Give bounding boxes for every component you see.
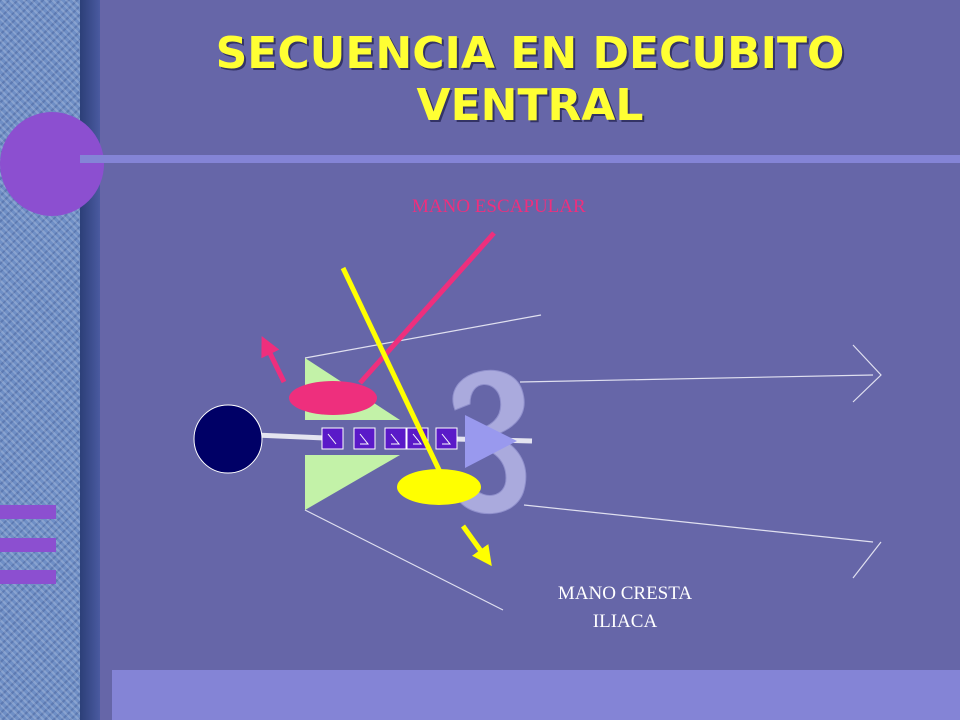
- body-outline-line: [304, 509, 504, 611]
- iliac-hand-label-line-2: ILIACA: [592, 611, 658, 632]
- neck-line: [254, 432, 326, 441]
- vertebra-mark: [327, 433, 337, 445]
- slide-title: SECUENCIA EN DECUBITO VENTRAL: [100, 28, 960, 132]
- slide-title-line-2: VENTRAL: [416, 80, 644, 131]
- scapular-hand-label: MANO ESCAPULAR: [412, 196, 586, 217]
- vertebrae-group: [321, 427, 458, 450]
- sacrum-triangle: [465, 415, 517, 468]
- vertebra: [384, 427, 407, 450]
- body-outline-line: [304, 314, 542, 359]
- vertebra-mark: [441, 433, 452, 445]
- iliac-push-arrow: [460, 524, 492, 567]
- scapular-push-arrow: [261, 336, 287, 384]
- vertebra-mark: [412, 433, 423, 445]
- slide-title-line-1: SECUENCIA EN DECUBITO: [215, 28, 845, 79]
- leg-end-line: [852, 344, 882, 403]
- leg-end-line: [852, 541, 882, 579]
- iliac-hand-line: [340, 266, 443, 474]
- body-outline-line: [519, 374, 874, 383]
- vertebra-mark: [390, 433, 401, 445]
- vertebra: [321, 427, 344, 450]
- decorative-bar: [0, 505, 56, 519]
- head-circle: [193, 404, 263, 474]
- vertebra: [353, 427, 376, 450]
- decorative-bar: [0, 538, 56, 552]
- decorative-circle: [0, 112, 104, 216]
- decorative-bar: [0, 570, 56, 584]
- iliac-hand-label: MANO CRESTA ILIACA: [520, 580, 730, 636]
- iliac-hand: [397, 469, 481, 505]
- vertebra-mark: [359, 433, 370, 445]
- lower-scapula-triangle: [305, 455, 400, 510]
- body-outline-line: [523, 504, 874, 543]
- title-underline: [80, 155, 960, 163]
- scapular-hand-line: [358, 231, 496, 385]
- scapular-hand: [289, 381, 377, 415]
- vertebra: [435, 427, 458, 450]
- bottom-band: [112, 670, 960, 720]
- iliac-hand-label-line-1: MANO CRESTA: [557, 583, 693, 604]
